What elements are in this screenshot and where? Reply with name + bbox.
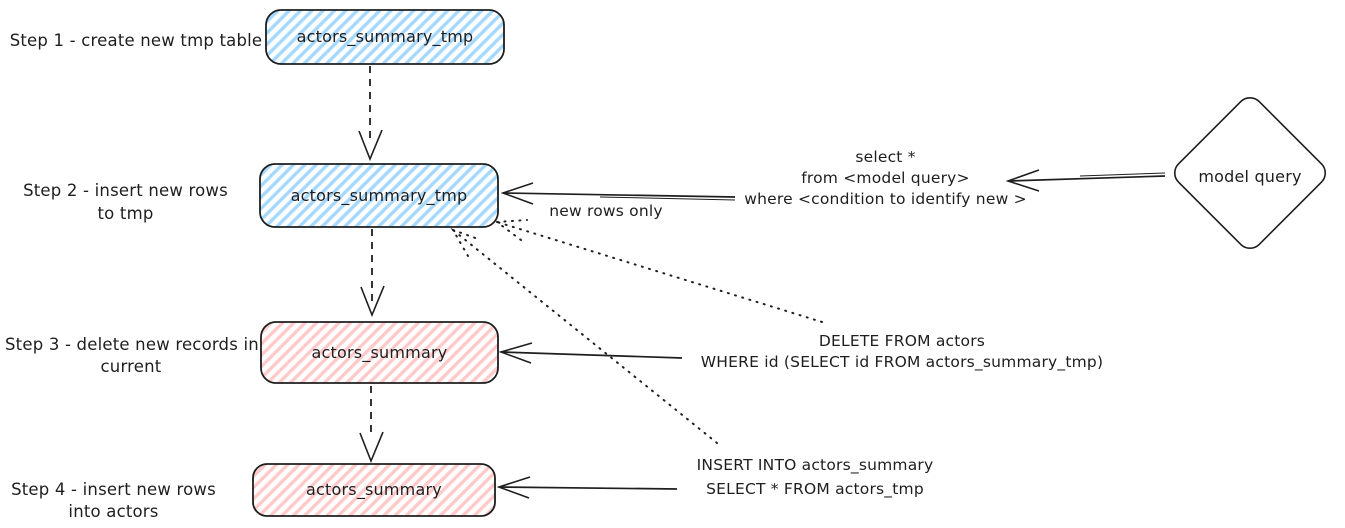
- step2-label-line1: Step 2 - insert new rows: [23, 181, 228, 200]
- arrow-model-query-to-select: [1005, 169, 1166, 192]
- arrow-step1-to-step2: [358, 66, 383, 162]
- step1-node-label: actors_summary_tmp: [296, 27, 474, 46]
- delete-sql-text: DELETE FROM actors WHERE id (SELECT id F…: [690, 331, 1114, 373]
- insert-sql-line1: INSERT INTO actors_summary: [696, 456, 934, 474]
- new-rows-only-label: new rows only: [549, 202, 663, 220]
- step3-label-line2: current: [100, 357, 162, 376]
- step3-node-box: [260, 321, 499, 384]
- arrow-step3-to-step4: [359, 386, 384, 464]
- insert-sql-text: INSERT INTO actors_summary SELECT * FROM…: [687, 453, 943, 501]
- step4-label: Step 4 - insert new rows into actors: [10, 479, 217, 523]
- step4-label-line1: Step 4 - insert new rows: [11, 480, 216, 499]
- dotted-arrow-delete-sql-to-tmp: [494, 219, 823, 323]
- step3-label: Step 3 - delete new records in current: [5, 334, 259, 378]
- step4-label-line2: into actors: [68, 502, 159, 521]
- delete-sql-line2: WHERE id (SELECT id FROM actors_summary_…: [700, 353, 1104, 371]
- arrow-insert-to-step4: [496, 476, 678, 499]
- model-query-label: model query: [1198, 167, 1302, 186]
- delete-sql-line1: DELETE FROM actors: [818, 332, 986, 350]
- step2-label-line2: to tmp: [97, 204, 154, 223]
- step2-node-box: [259, 163, 499, 228]
- arrow-delete-to-step3: [498, 342, 683, 364]
- step2-node-label: actors_summary_tmp: [290, 186, 468, 205]
- dotted-arrow-insert-sql-to-tmp: [450, 228, 718, 444]
- step1-node-box: [265, 9, 505, 65]
- model-query-diamond: [1173, 96, 1327, 250]
- select-sql-line3: where <condition to identify new >: [744, 190, 1027, 208]
- step4-node-box: [252, 463, 496, 517]
- step3-label-line1: Step 3 - delete new records in: [5, 335, 259, 354]
- step4-node-label: actors_summary: [306, 480, 442, 499]
- step3-node-label: actors_summary: [311, 343, 448, 362]
- select-sql-line2: from <model query>: [801, 169, 970, 187]
- step1-label: Step 1 - create new tmp table: [9, 31, 263, 50]
- step2-label: Step 2 - insert new rows to tmp: [18, 179, 233, 225]
- insert-sql-line2: SELECT * FROM actors_tmp: [706, 480, 924, 498]
- arrow-select-to-tmp: [500, 182, 736, 205]
- arrow-step2-to-step3: [360, 229, 385, 318]
- select-sql-text: select * from <model query> where <condi…: [733, 147, 1038, 210]
- select-sql-line1: select *: [855, 148, 916, 166]
